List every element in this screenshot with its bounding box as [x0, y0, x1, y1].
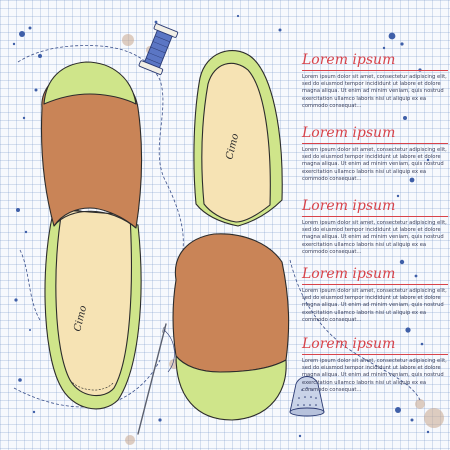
block-body: Lorem ipsum dolor sit amet, consectetur … [302, 74, 447, 109]
text-block-2: Lorem ipsum Lorem ipsum dolor sit amet, … [302, 125, 448, 183]
block-heading: Lorem ipsum [302, 52, 448, 71]
left-shoe [40, 61, 143, 410]
thimble-icon [289, 376, 325, 417]
text-block-4: Lorem ipsum Lorem ipsum dolor sit amet, … [302, 266, 448, 324]
block-body: Lorem ipsum dolor sit amet, consectetur … [302, 288, 447, 323]
text-block-1: Lorem ipsum Lorem ipsum dolor sit amet, … [302, 52, 448, 110]
ink-splatters [12, 14, 430, 438]
right-shoe [172, 50, 290, 421]
block-heading: Lorem ipsum [302, 266, 448, 285]
sewing-needle-icon [137, 323, 175, 435]
block-body: Lorem ipsum dolor sit amet, consectetur … [302, 220, 447, 255]
text-block-5: Lorem ipsum Lorem ipsum dolor sit amet, … [302, 336, 448, 394]
dashed-thread [13, 45, 421, 408]
block-heading: Lorem ipsum [302, 336, 448, 355]
block-heading: Lorem ipsum [302, 198, 448, 217]
block-body: Lorem ipsum dolor sit amet, consectetur … [302, 147, 447, 182]
block-heading: Lorem ipsum [302, 125, 448, 144]
text-block-3: Lorem ipsum Lorem ipsum dolor sit amet, … [302, 198, 448, 256]
thread-spool-icon [138, 23, 179, 75]
block-body: Lorem ipsum dolor sit amet, consectetur … [302, 358, 447, 393]
